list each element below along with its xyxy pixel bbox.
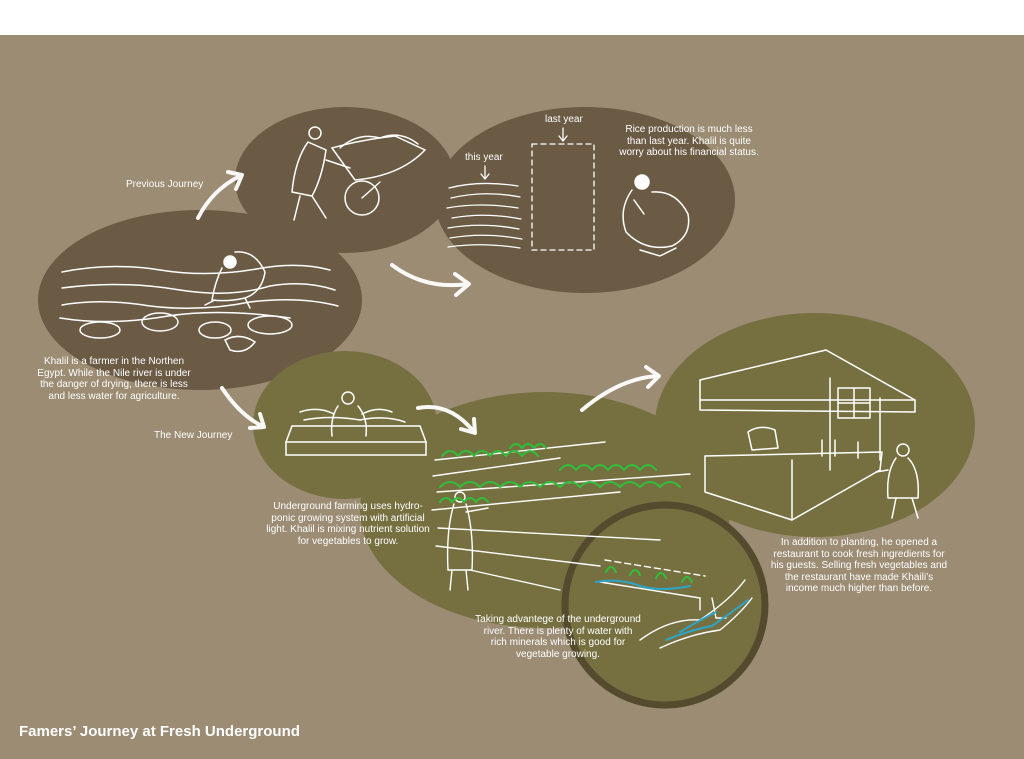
sketch-farm-plants — [439, 443, 681, 504]
sketch-farm-rows — [431, 441, 691, 591]
label-previous-journey: Previous Journey — [126, 179, 204, 190]
this-year-arrow — [480, 165, 490, 181]
arrow-to-new-journey — [220, 386, 266, 430]
sketch-river-water — [595, 579, 749, 641]
label-new-journey: The New Journey — [154, 430, 233, 441]
label-last-year: last year — [545, 114, 583, 125]
caption-restaurant: In addition to planting, he opened a res… — [770, 537, 948, 594]
label-this-year: this year — [465, 152, 503, 163]
last-year-arrow — [558, 127, 568, 143]
bubble-wheelbarrow — [235, 107, 455, 253]
bubble-underground-river — [561, 501, 769, 709]
sketch-worried-farmer — [622, 174, 690, 257]
sketch-nutrient-tray — [284, 391, 428, 456]
sketch-river-farmer — [59, 251, 339, 353]
arrow-to-rice — [390, 263, 471, 297]
caption-rice-production: Rice production is much less than last y… — [619, 124, 759, 158]
arrow-to-wheelbarrow — [196, 170, 244, 220]
arrow-to-farm — [416, 405, 477, 435]
bubble-restaurant — [655, 313, 975, 537]
arrow-to-restaurant — [580, 365, 661, 412]
arrows — [196, 170, 661, 435]
sketch-wheelbarrow — [291, 126, 427, 221]
poster-title: Famers’ Journey at Fresh Underground — [19, 723, 300, 740]
caption-underground-river: Taking advantege of the underground rive… — [475, 614, 641, 660]
caption-farmer-intro: Khalil is a farmer in the Northen Egypt.… — [37, 356, 191, 402]
sketch-rice-stacks — [446, 127, 595, 251]
bubble-river-farmer — [38, 210, 362, 390]
sketch-river-plants — [605, 566, 693, 583]
sketch-restaurant — [699, 349, 920, 521]
last-year-box — [531, 143, 595, 251]
caption-underground-farming: Underground farming uses hydro- ponic gr… — [266, 501, 430, 547]
